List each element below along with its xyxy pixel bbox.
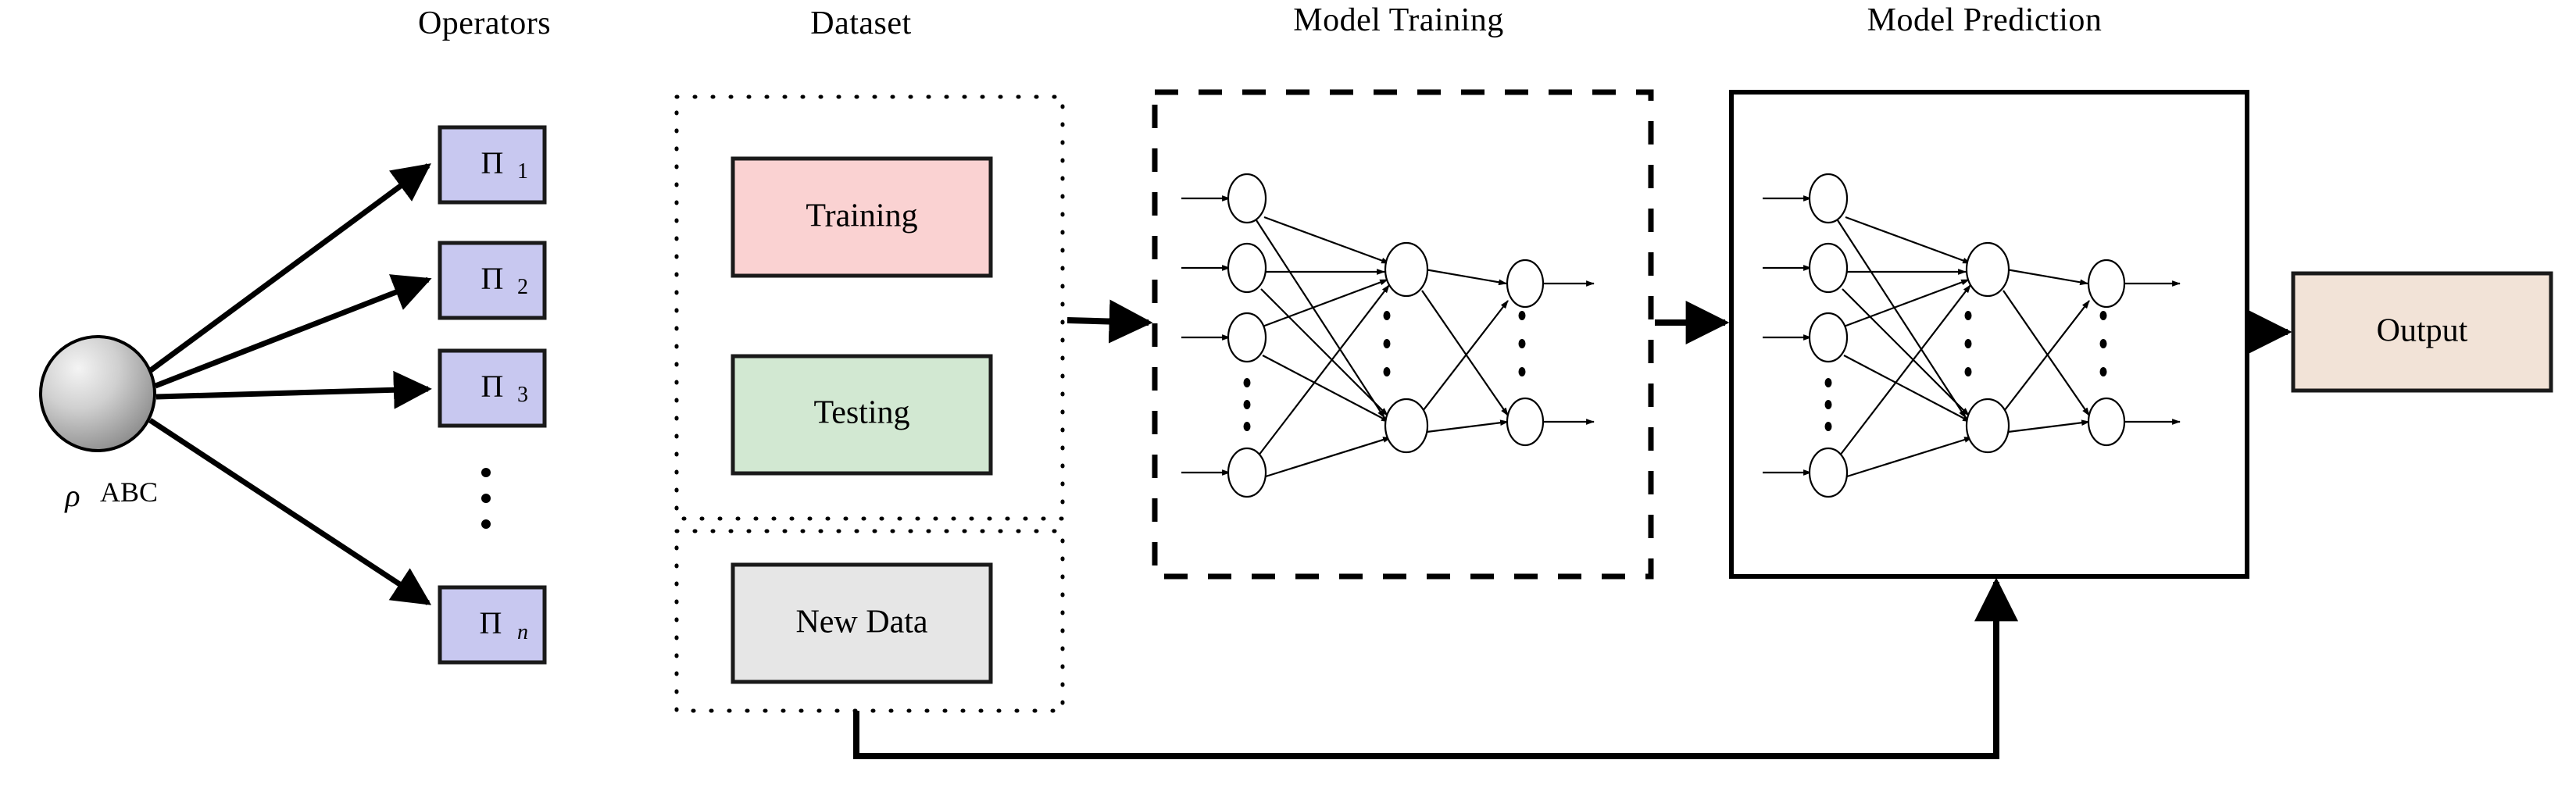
- operator-ellipsis: [481, 468, 491, 529]
- operator-subscript-2: 2: [517, 275, 528, 299]
- mt-input-node-3: [1227, 312, 1267, 363]
- dataset-box-testing[interactable]: Testing: [731, 354, 993, 476]
- operator-subscript-n: n: [517, 620, 528, 644]
- output-label: Output: [2377, 313, 2468, 349]
- dataset-box-new-data[interactable]: New Data: [731, 562, 993, 684]
- operator-label-n: Π: [480, 605, 502, 640]
- column-title-model-prediction: Model Prediction: [1867, 2, 2103, 38]
- model-prediction-ellipses: [1824, 311, 2107, 431]
- operator-box-2[interactable]: Π 2: [438, 241, 547, 320]
- dataset-new-data-container: [674, 529, 1065, 713]
- model-training-panel: [1152, 89, 1654, 580]
- flow-arrows: [853, 299, 2292, 759]
- arrow-to-op-1: [148, 163, 431, 373]
- operator-box-1[interactable]: Π 1: [438, 125, 547, 205]
- arrow-to-op-n: [148, 418, 432, 605]
- svg-text:ρ: ρ: [63, 478, 80, 513]
- mt-output-node-1: [1506, 259, 1545, 309]
- mt-hidden-node-1: [1384, 241, 1429, 298]
- column-title-operators: Operators: [417, 5, 552, 41]
- mt-output-node-2: [1506, 397, 1545, 447]
- model-training-ellipses: [1243, 311, 1526, 431]
- mp-input-node-1: [1808, 173, 1849, 224]
- operator-label-3: Π: [481, 369, 504, 404]
- source-state-label: ρ ABC: [63, 476, 158, 513]
- mp-input-node-3: [1808, 312, 1849, 363]
- source-to-operator-arrows: [148, 163, 432, 605]
- column-title-model-training: Model Training: [1293, 2, 1504, 38]
- model-prediction-panel: [1729, 90, 2249, 579]
- mp-output-node-2: [2087, 397, 2126, 447]
- source-state-node: [39, 335, 156, 452]
- arrow-dataset-to-model-training: [1066, 299, 1153, 344]
- dataset-label-testing: Testing: [813, 395, 909, 431]
- model-training-edges: [1181, 195, 1595, 478]
- arrow-to-op-2: [154, 274, 432, 389]
- output-box[interactable]: Output: [2291, 271, 2553, 393]
- model-prediction-edges: [1763, 195, 2181, 478]
- dataset-box-training[interactable]: Training: [731, 156, 993, 278]
- mt-input-node-1: [1227, 173, 1267, 224]
- operator-label-1: Π: [481, 145, 504, 180]
- dataset-label-new-data: New Data: [795, 605, 927, 640]
- operator-subscript-1: 1: [517, 159, 528, 184]
- column-title-dataset: Dataset: [810, 5, 912, 41]
- mp-output-node-1: [2087, 259, 2126, 309]
- arrow-newdata-feedback: [853, 577, 2018, 759]
- svg-text:ABC: ABC: [100, 476, 158, 508]
- model-training-nodes: [1227, 173, 1545, 498]
- model-prediction-nodes: [1808, 173, 2126, 498]
- mp-hidden-node-1: [1965, 241, 2010, 298]
- operator-box-n[interactable]: Π n: [438, 585, 547, 665]
- mp-hidden-node-2: [1965, 398, 2010, 454]
- operator-subscript-3: 3: [517, 383, 528, 407]
- mt-hidden-node-2: [1384, 398, 1429, 454]
- arrow-to-op-3: [155, 370, 432, 409]
- operator-box-3[interactable]: Π 3: [438, 348, 547, 428]
- dataset-label-training: Training: [806, 198, 917, 234]
- mp-input-node-4: [1808, 447, 1849, 498]
- operator-label-2: Π: [481, 261, 504, 296]
- mt-input-node-4: [1227, 447, 1267, 498]
- mt-input-node-2: [1227, 242, 1267, 294]
- mp-input-node-2: [1808, 242, 1849, 294]
